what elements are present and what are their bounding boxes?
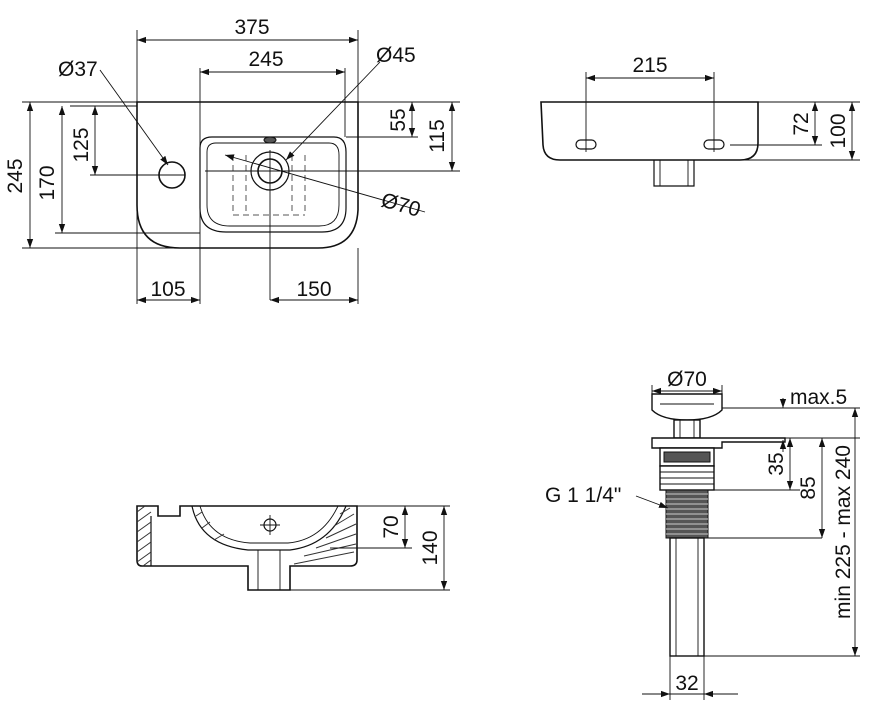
dim-section-height: 140 bbox=[419, 530, 442, 565]
dim-drain-dia-outer: Ø70 bbox=[379, 189, 424, 222]
top-view-sink-outline bbox=[136, 101, 359, 249]
drain-cap bbox=[651, 393, 723, 421]
top-view-bowl bbox=[199, 136, 347, 233]
dim-drain-total: 85 bbox=[797, 476, 820, 499]
section-view-outline bbox=[136, 505, 358, 591]
dim-left-offset: 105 bbox=[150, 278, 185, 301]
drain-pipe bbox=[669, 537, 705, 657]
dim-hole-spacing: 215 bbox=[632, 54, 667, 77]
top-view-bowl-inner bbox=[206, 142, 340, 227]
back-view: 215 72 100 bbox=[540, 54, 860, 187]
dim-bowl-width: 245 bbox=[248, 48, 283, 71]
back-view-outline bbox=[540, 101, 759, 161]
dim-drain-offset-front: 115 bbox=[426, 119, 449, 152]
top-view: 375 245 Ø37 Ø45 Ø70 245 170 125 55 115 1… bbox=[4, 16, 460, 304]
section-view: 70 140 bbox=[136, 505, 450, 591]
dim-bowl-depth: 70 bbox=[380, 515, 403, 538]
dim-drain-dia-top: Ø45 bbox=[376, 44, 416, 67]
dim-height: 100 bbox=[827, 113, 850, 148]
drain-view: Ø70 max.5 35 85 min 225 - max 240 G 1 1/… bbox=[545, 368, 860, 700]
drain-flange bbox=[651, 437, 786, 449]
dim-pipe-dia: 32 bbox=[675, 672, 698, 695]
dim-tap-offset: 125 bbox=[70, 127, 93, 162]
dim-cap-dia: Ø70 bbox=[667, 368, 707, 391]
top-view-hidden-trap bbox=[232, 155, 306, 216]
dim-thread: G 1 1/4" bbox=[545, 484, 621, 507]
drain-stem bbox=[673, 419, 701, 439]
dim-drain-offset-top: 55 bbox=[387, 108, 410, 131]
dim-drain-right: 150 bbox=[296, 278, 331, 301]
back-view-outlet bbox=[653, 160, 695, 187]
dim-overall-width: 375 bbox=[234, 16, 269, 39]
dim-depth-tap: 170 bbox=[36, 165, 59, 200]
dim-depth-overall: 245 bbox=[4, 158, 27, 193]
dim-drain-upper: 35 bbox=[765, 452, 788, 475]
dim-drain-range: min 225 - max 240 bbox=[832, 445, 855, 619]
section-bowl bbox=[191, 505, 347, 551]
overflow-hole bbox=[263, 136, 277, 144]
dim-hole-height: 72 bbox=[790, 112, 813, 135]
dim-cap-gap: max.5 bbox=[790, 386, 847, 409]
dim-tap-hole-dia: Ø37 bbox=[58, 58, 98, 81]
